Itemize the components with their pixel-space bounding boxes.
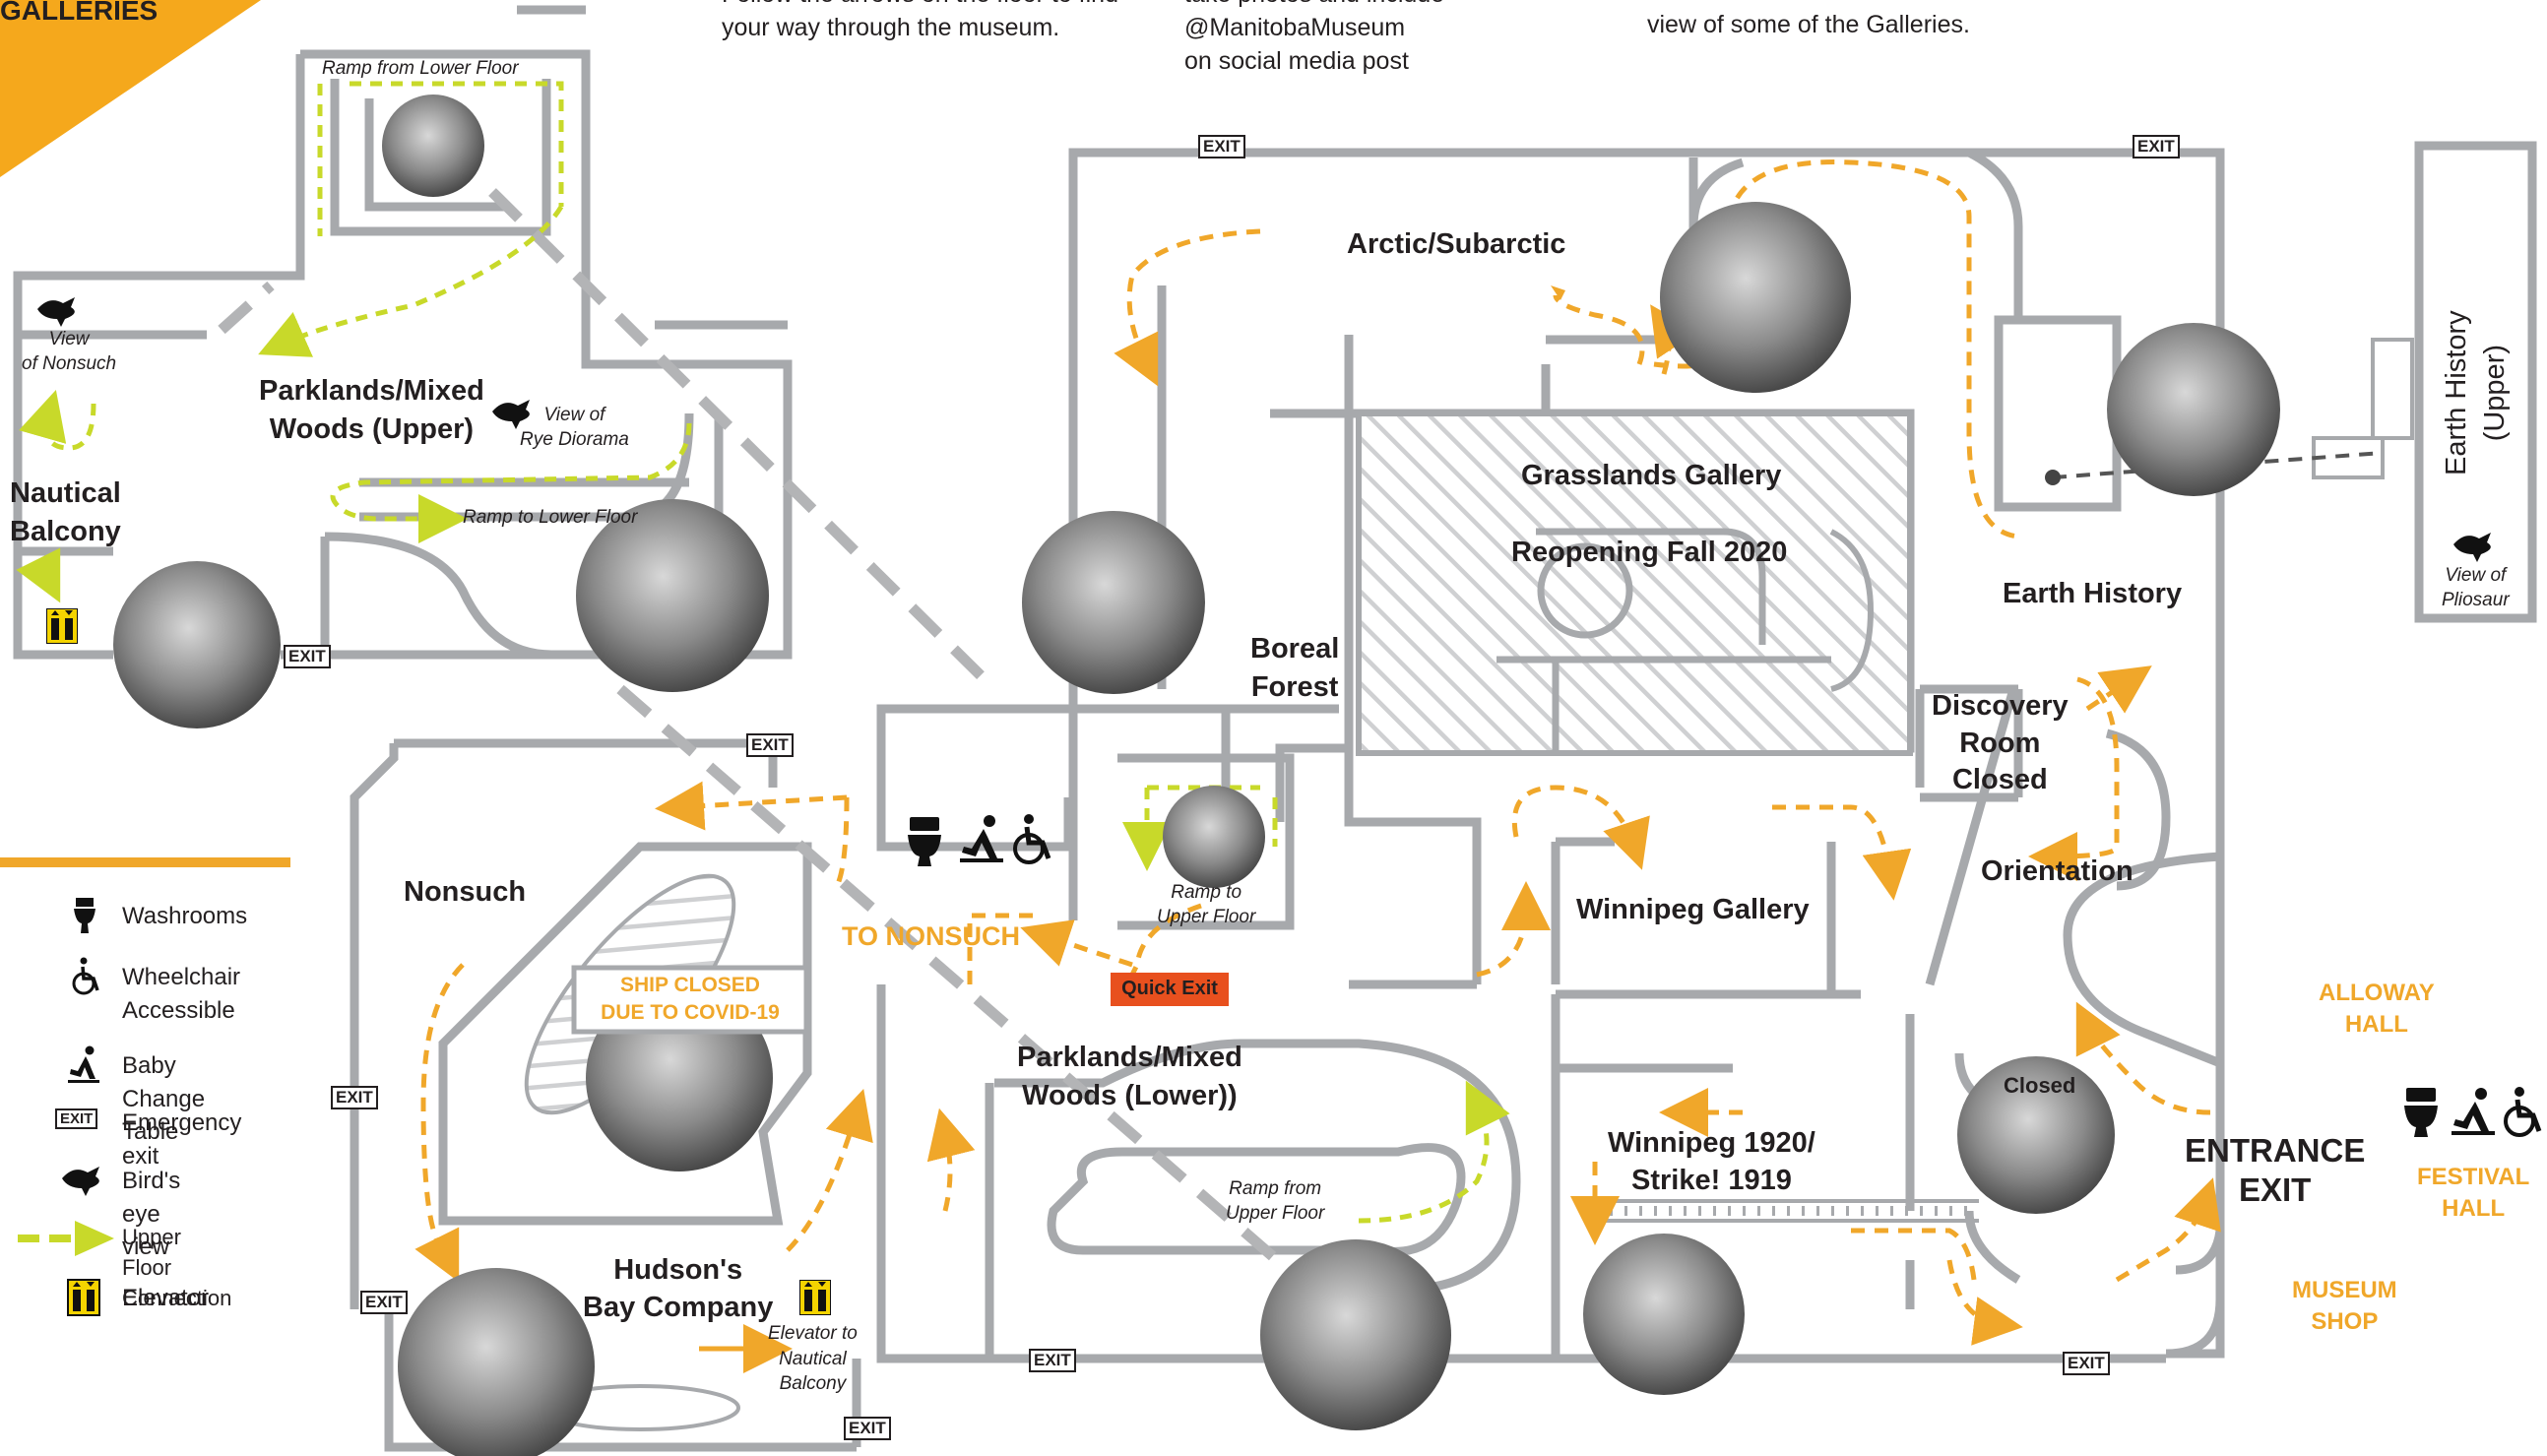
quick-exit-box	[1111, 973, 1229, 1006]
view-pliosaur-note: View of Pliosaur	[2442, 565, 2510, 610]
bird-icon	[492, 400, 530, 429]
elevator-nautical-note: Elevator to Nautical Balcony	[768, 1323, 858, 1395]
gallery-earth-history: Earth History	[2003, 578, 2183, 609]
tip-social-media: take photos and include @ManitobaMuseum …	[1184, 0, 1444, 75]
exit-sign: EXIT	[1029, 1349, 1076, 1372]
view-rye-note: View of Rye Diorama	[520, 405, 629, 450]
festival-hall: FESTIVAL HALL	[2417, 1164, 2530, 1223]
legend-label: Emergency exit	[122, 1109, 242, 1170]
alloway-hall: ALLOWAY HALL	[2319, 980, 2435, 1039]
view-nonsuch-note: View of Nonsuch	[22, 329, 117, 374]
gallery-parklands-upper: Parklands/Mixed Woods (Upper)	[259, 375, 484, 446]
museum-shop: MUSEUM SHOP	[2292, 1277, 2397, 1336]
toilet-icon	[2404, 1088, 2438, 1137]
gallery-discovery: Discovery Room Closed	[1932, 690, 2069, 796]
legend-label: Baby Change Table	[122, 1052, 206, 1146]
exit-sign: EXIT	[2063, 1352, 2110, 1375]
exit-sign: EXIT	[1198, 135, 1245, 158]
upper-floor-arrow-icon	[18, 1221, 114, 1256]
quick-exit-button[interactable]: Quick Exit	[1121, 978, 1218, 999]
exit-sign-icon: EXIT	[55, 1108, 98, 1129]
gallery-parklands-lower: Parklands/Mixed Woods (Lower))	[1017, 1042, 1242, 1112]
gallery-winnipeg: Winnipeg Gallery	[1576, 894, 1810, 925]
wheelchair-icon	[1013, 814, 1051, 864]
wheelchair-icon	[72, 957, 99, 995]
photo-circles	[113, 95, 2280, 1456]
ramp-from-lower-note: Ramp from Lower Floor	[322, 58, 519, 79]
bird-icon	[62, 1167, 99, 1196]
earth-history-upper-label: Earth History (Upper)	[2440, 310, 2511, 475]
elevator-icon	[799, 1280, 831, 1315]
grasslands-closed-area	[1356, 411, 1913, 756]
gallery-nautical: Nautical Balcony	[10, 477, 121, 548]
sightlines	[218, 188, 1304, 1285]
exit-sign: EXIT	[360, 1291, 408, 1314]
exit-sign: EXIT	[746, 733, 794, 757]
gallery-arctic: Arctic/Subarctic	[1347, 228, 1566, 260]
upper-floor-route	[16, 81, 1510, 1224]
bird-icon	[2453, 533, 2491, 562]
toilet-icon	[74, 898, 96, 933]
entrance-exit: ENTRANCE EXIT	[2185, 1132, 2366, 1209]
gallery-boreal: Boreal Forest	[1250, 633, 1340, 704]
exit-sign: EXIT	[844, 1417, 891, 1440]
tip-birds-eye: view of some of the Galleries.	[1647, 11, 1970, 38]
exit-sign: EXIT	[331, 1086, 378, 1109]
route-arrows	[414, 159, 2221, 1373]
legend-label: Upper Floor Connection	[122, 1225, 232, 1310]
ship-closed-callout: SHIP CLOSED DUE TO COVID-19	[601, 974, 780, 1025]
legend-label: Washrooms	[122, 903, 248, 929]
gallery-nonsuch: Nonsuch	[404, 876, 527, 908]
legend-label: Wheelchair Accessible	[122, 964, 241, 1024]
baby-change-icon	[960, 815, 1003, 862]
legend-label: Bird's eye view	[122, 1168, 181, 1261]
wheelchair-icon	[2504, 1087, 2542, 1137]
ramp-to-upper-note: Ramp to Upper Floor	[1157, 882, 1256, 927]
elevator-icon	[67, 1279, 100, 1316]
ramp-to-lower-note: Ramp to Lower Floor	[463, 507, 638, 528]
gallery-orientation: Orientation	[1981, 855, 2133, 887]
bird-icon	[37, 297, 75, 327]
baby-change-icon	[68, 1045, 99, 1083]
exit-sign: EXIT	[284, 645, 331, 668]
baby-change-icon	[2451, 1088, 2495, 1135]
elevator-icon	[46, 608, 78, 644]
gallery-winnipeg-1920: Winnipeg 1920/ Strike! 1919	[1608, 1127, 1815, 1196]
grasslands-status: Reopening Fall 2020	[1511, 537, 1788, 568]
corner-banner	[0, 0, 261, 177]
closed-note: Closed	[2004, 1073, 2076, 1098]
corner-label: GALLERIES	[0, 0, 159, 26]
to-nonsuch-callout: TO NONSUCH	[842, 921, 1021, 951]
toilet-icon	[908, 817, 941, 866]
gallery-grasslands: Grasslands Gallery	[1521, 460, 1782, 491]
ramp-from-upper-note: Ramp from Upper Floor	[1226, 1178, 1325, 1224]
legend-label: Elevator	[122, 1285, 210, 1311]
gallery-hbc: Hudson's Bay Company	[583, 1254, 774, 1323]
exit-sign: EXIT	[2133, 135, 2180, 158]
ship-closed-box	[571, 965, 809, 1035]
tip-follow-arrows: Follow the arrows on the floor to find y…	[722, 0, 1118, 41]
